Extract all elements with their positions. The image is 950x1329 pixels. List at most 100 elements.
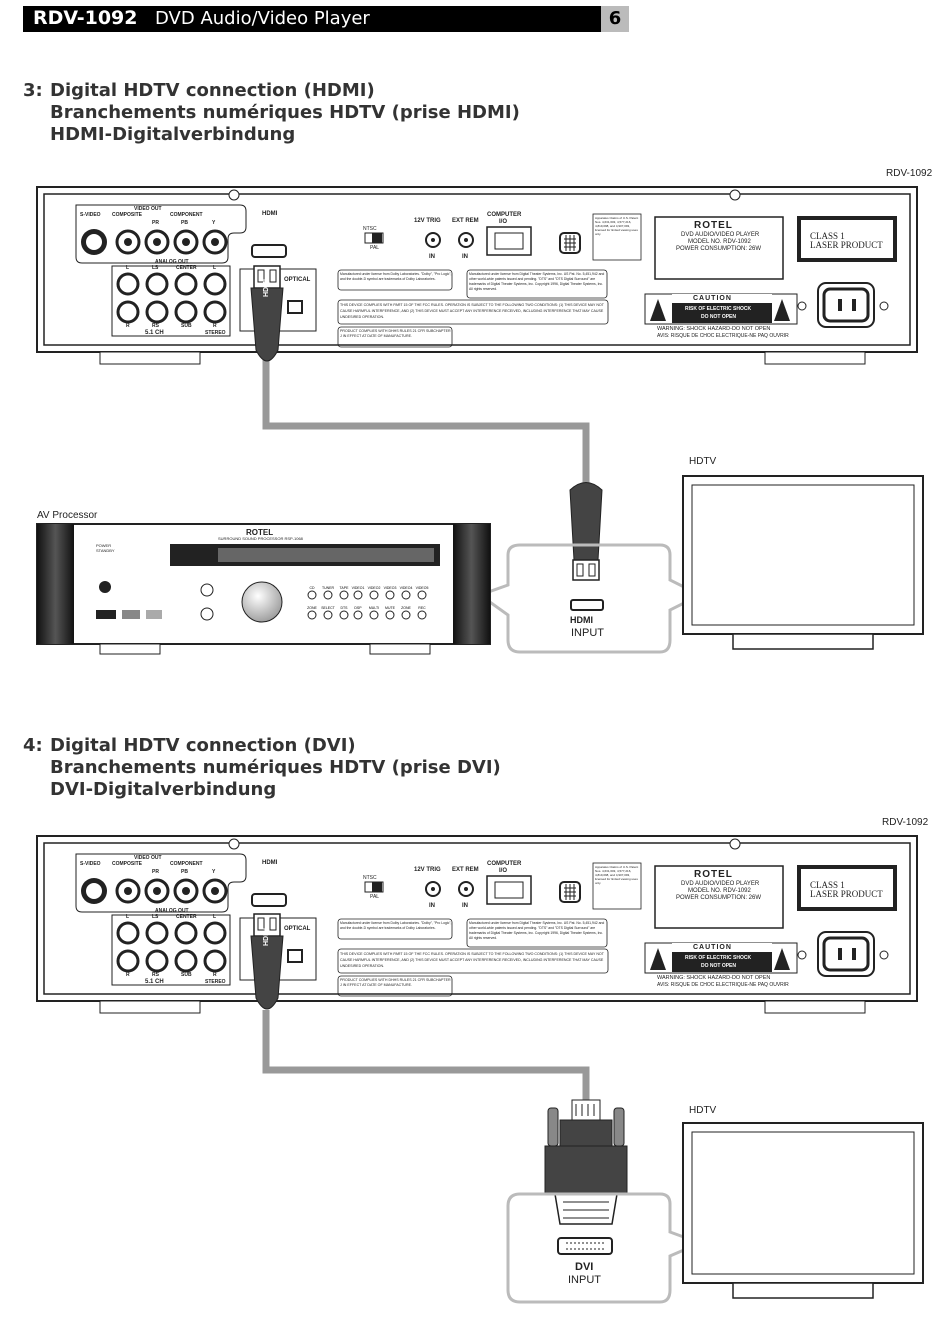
panel-r-stereo: R [213, 972, 217, 978]
processor-brand: ROTEL [246, 528, 274, 537]
hdmi-plug-logo: HDMI [263, 928, 270, 946]
panel-center: CENTER [176, 914, 197, 920]
panel-power: POWER CONSUMPTION: 26W [676, 895, 762, 901]
section-3-number: 3: [23, 80, 43, 101]
hdtv-3 [682, 475, 924, 650]
panel-r: R [126, 323, 130, 329]
processor-button-label: DSP [354, 606, 362, 610]
panel-ntsc: NTSC [363, 875, 377, 881]
panel-brand: ROTEL [694, 869, 733, 880]
processor-button-label: MUTE [385, 606, 396, 610]
processor-button-label: REC [418, 606, 426, 610]
panel-ls: LS [152, 914, 159, 920]
panel-pr: PR [152, 869, 159, 875]
processor-button-label: ZONE [401, 606, 411, 610]
panel-hdmi: HDMI [262, 860, 278, 866]
panel-io: I/O [499, 219, 508, 225]
dvi-plug-4 [544, 1099, 628, 1225]
panel-pr: PR [152, 220, 159, 226]
panel-model-no: MODEL NO. RDV-1092 [688, 888, 751, 894]
panel-51ch: 5.1 CH [145, 979, 164, 985]
panel-composite: COMPOSITE [112, 212, 143, 218]
processor-button-label: SELECT [321, 606, 335, 610]
panel-do-not-open: DO NOT OPEN [701, 314, 737, 320]
panel-hdmi: HDMI [262, 211, 278, 217]
device-label-3: RDV-1092 [886, 168, 933, 179]
dvi-label: DVI [575, 1261, 594, 1273]
section-4-title-fr: Branchements numériques HDTV (prise DVI) [50, 757, 501, 778]
panel-ext-rem: EXT REM [452, 867, 479, 873]
hdmi-plug-logo: HDMI [263, 279, 270, 297]
hdmi-callout-3 [476, 543, 704, 654]
panel-ext-rem: EXT REM [452, 218, 479, 224]
panel-risk: RISK OF ELECTRIC SHOCK [685, 306, 752, 312]
page-header: RDV-1092 DVD Audio/Video Player [23, 6, 601, 32]
processor-button-label: VIDEO3 [384, 586, 397, 590]
panel-risk: RISK OF ELECTRIC SHOCK [685, 955, 752, 961]
panel-laser-product: LASER PRODUCT [810, 889, 883, 899]
panel-model-no: MODEL NO. RDV-1092 [688, 239, 751, 245]
panel-optical: OPTICAL [284, 926, 311, 932]
processor-button-label: VIDEO5 [416, 586, 429, 590]
rear-panel-text-3: VIDEO OUT S-VIDEO COMPOSITE COMPONENT PR… [0, 187, 950, 367]
panel-rs: RS [152, 323, 159, 329]
panel-in-trig: IN [429, 903, 435, 909]
panel-stereo: STEREO [205, 330, 226, 336]
panel-svideo: S-VIDEO [80, 861, 101, 867]
section-3-title-fr: Branchements numériques HDTV (prise HDMI… [50, 102, 520, 123]
panel-rs: RS [152, 972, 159, 978]
panel-dts: Manufactured under license from Digital … [469, 272, 605, 291]
panel-avis: AVIS: RISQUE DE CHOC ELECTRIQUE-NE PAQ O… [657, 982, 789, 988]
panel-r: R [126, 972, 130, 978]
header-title: DVD Audio/Video Player [155, 8, 370, 29]
hdmi-input-label: INPUT [571, 627, 604, 639]
panel-dts: Manufactured under license from Digital … [469, 921, 605, 940]
panel-video-out: VIDEO OUT [134, 855, 162, 861]
panel-avis: AVIS: RISQUE DE CHOC ELECTRIQUE-NE PAQ O… [657, 333, 789, 339]
av-processor [36, 523, 491, 655]
panel-computer: COMPUTER [487, 861, 522, 867]
panel-composite: COMPOSITE [112, 861, 143, 867]
processor-label: AV Processor [37, 510, 98, 521]
hdmi-plug-player-3 [250, 265, 284, 362]
panel-in-rem: IN [462, 903, 468, 909]
panel-component: COMPONENT [170, 861, 203, 867]
processor-button-label: MULTI [369, 606, 379, 610]
panel-12v-trig: 12V TRIG [414, 218, 441, 224]
panel-pal: PAL [370, 245, 380, 251]
panel-patent: Apparatus Claims of U.S. Patent Nos. 4,6… [595, 865, 639, 885]
panel-dhhs: PRODUCT COMPLIES WITH DHHS RULES 21 CFR … [340, 329, 451, 338]
hdmi-plug-tv-3 [569, 482, 603, 581]
processor-button-label: VIDEO2 [368, 586, 381, 590]
device-label-4: RDV-1092 [882, 817, 929, 828]
panel-optical: OPTICAL [284, 277, 311, 283]
panel-fcc: THIS DEVICE COMPLIES WITH PART 15 OF THE… [340, 952, 604, 968]
rear-panel-text-4: VIDEO OUT S-VIDEO COMPOSITE COMPONENT PR… [0, 836, 950, 1016]
panel-r-stereo: R [213, 323, 217, 329]
dvi-cable-4 [262, 1010, 590, 1110]
panel-ls: LS [152, 265, 159, 271]
hdmi-callout-logo: HDMI [570, 615, 593, 625]
hdmi-cable-3 [262, 360, 590, 500]
processor-button-label: TAPE [340, 586, 350, 590]
panel-center: CENTER [176, 265, 197, 271]
processor-button-label: DTS [341, 606, 349, 610]
hdtv-4 [682, 1122, 924, 1299]
dvi-callout-4 [506, 1192, 705, 1304]
page-number: 6 [601, 6, 629, 32]
panel-player: DVD AUDIO/VIDEO PLAYER [681, 881, 760, 887]
panel-brand: ROTEL [694, 220, 733, 231]
panel-power: POWER CONSUMPTION: 26W [676, 246, 762, 252]
processor-button-label: CD [309, 586, 315, 590]
panel-l-stereo: L [213, 265, 217, 271]
panel-caution: CAUTION [693, 295, 732, 302]
panel-dolby: Manufactured under license from Dolby La… [340, 272, 452, 281]
panel-y: Y [212, 869, 216, 875]
processor-button-label: VIDEO1 [352, 586, 365, 590]
panel-pb: PB [181, 220, 188, 226]
panel-in-rem: IN [462, 254, 468, 260]
panel-12v-trig: 12V TRIG [414, 867, 441, 873]
panel-io: I/O [499, 868, 508, 874]
panel-patent: Apparatus Claims of U.S. Patent Nos. 4,6… [595, 216, 639, 236]
processor-button-label: TUNER [322, 586, 335, 590]
